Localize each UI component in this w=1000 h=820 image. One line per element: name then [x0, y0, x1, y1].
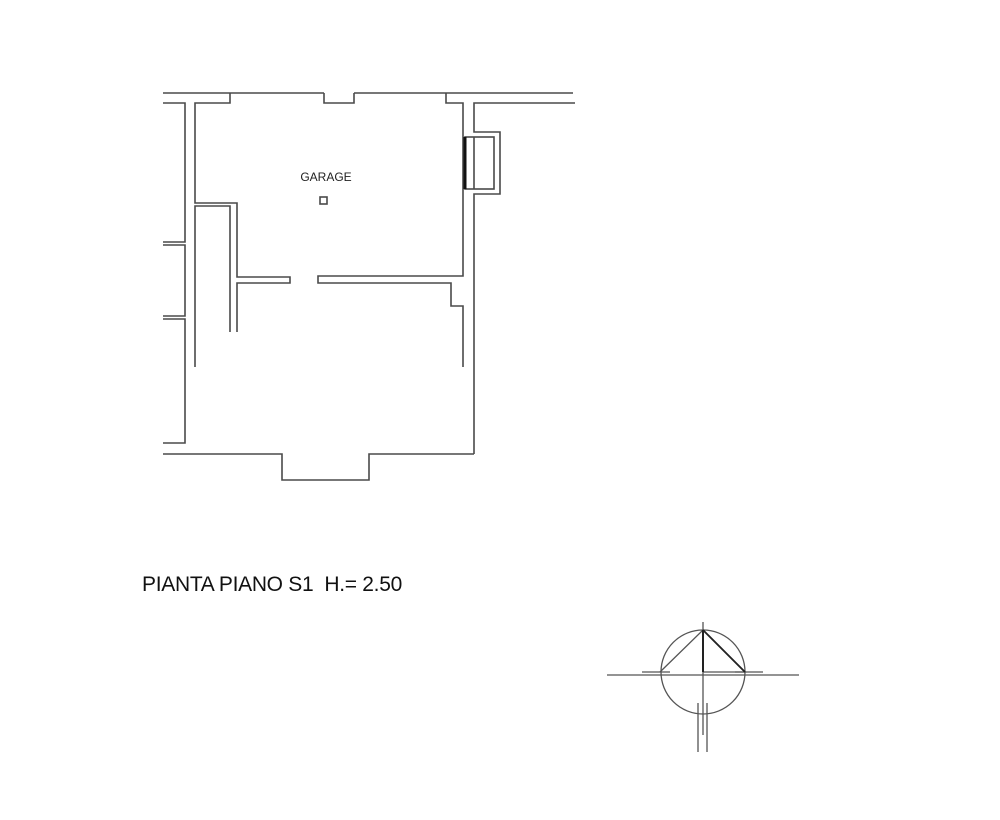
north-arrow-icon — [607, 622, 799, 752]
walls — [163, 92, 575, 481]
plan-title: PIANTA PIANO S1 H.= 2.50 — [142, 573, 402, 596]
room-label-garage: GARAGE — [300, 170, 351, 184]
column-marker — [319, 196, 328, 205]
